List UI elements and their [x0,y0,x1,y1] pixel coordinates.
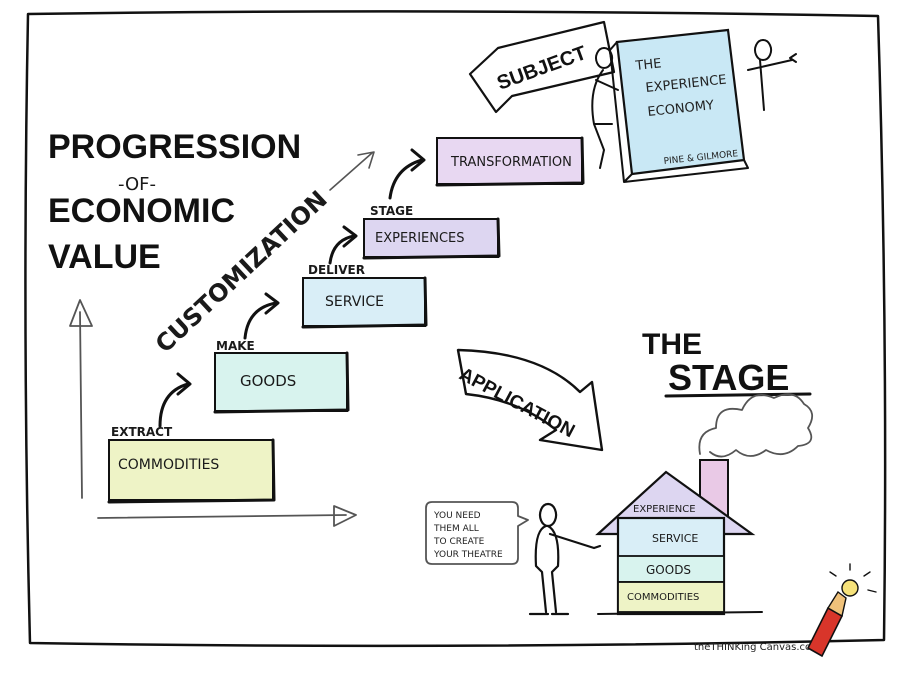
experience-economy-book: THE EXPERIENCE ECONOMY PINE & GILMORE [591,28,797,183]
stage-title-line-1: THE [642,328,702,361]
subject-arrow-icon [468,20,616,114]
speech-bubble-line-2: THEM ALL [433,524,479,534]
speech-bubble-line-3: TO CREATE [433,537,485,547]
right-figure-icon [747,39,797,111]
application-arrow-icon [456,348,604,452]
step-label-service: SERVICE [325,294,384,310]
book-title-line-1: THE [634,56,662,74]
step-arrow-2-icon [243,292,280,340]
step-verb-stage: STAGE [370,204,413,218]
stage-title: THE STAGE [642,328,812,398]
stage-house: EXPERIENCE SERVICE GOODS COMMODITIES [595,459,763,616]
house-level-commodities [617,581,725,613]
goods-box [214,352,348,412]
step-service: DELIVER SERVICE [301,263,428,329]
step-arrow-3-icon [328,225,358,265]
step-label-experiences: EXPERIENCES [375,231,465,246]
speech-bubble: YOU NEED THEM ALL TO CREATE YOUR THEATRE [425,501,529,565]
step-label-commodities: COMMODITIES [118,457,219,473]
title-line-4: VALUE [48,238,161,276]
experiences-box [363,218,499,258]
step-transformation: TRANSFORMATION [435,136,585,187]
title-line-3: ECONOMIC [48,192,235,230]
step-label-transformation: TRANSFORMATION [450,155,572,170]
speech-bubble-outline [425,501,529,565]
house-level-service-label: SERVICE [652,532,698,545]
progression-title: PROGRESSION -OF- ECONOMIC VALUE [48,128,301,276]
presenter-figure-icon [528,502,602,616]
house-level-goods [617,555,725,583]
stage-title-line-2: STAGE [668,357,789,398]
step-verb-extract: EXTRACT [111,425,173,439]
house-level-goods-label: GOODS [646,563,691,577]
application-arrow: APPLICATION [456,348,604,452]
step-commodities: EXTRACT COMMODITIES [107,425,276,504]
credit-text: theTHINKing Canvas.com [694,642,821,653]
page-border [24,10,887,648]
smoke-cloud-icon [698,393,814,458]
step-verb-deliver: DELIVER [308,263,365,277]
customization-arrow-icon [329,151,375,191]
left-figure-icon [591,47,619,169]
step-arrows [158,148,426,428]
step-label-goods: GOODS [240,372,296,390]
title-line-2: -OF- [118,174,156,195]
speech-bubble-line-1: YOU NEED [433,511,481,521]
book-title-line-3: ECONOMY [647,98,715,120]
house-level-commodities-label: COMMODITIES [627,592,699,603]
step-experiences: STAGE EXPERIENCES [362,204,501,260]
step-goods: MAKE GOODS [213,339,350,414]
house-roof-label: EXPERIENCE [633,504,696,515]
pencil-lightbulb-icon [806,563,877,658]
value-axes [69,299,357,527]
step-verb-make: MAKE [216,339,255,353]
transformation-box [436,137,583,185]
subject-label: SUBJECT [494,42,589,95]
service-box [302,277,426,327]
speech-bubble-line-4: YOUR THEATRE [433,550,503,560]
step-arrow-4-icon [388,148,426,200]
title-line-1: PROGRESSION [48,128,301,166]
step-arrow-1-icon [158,372,192,428]
